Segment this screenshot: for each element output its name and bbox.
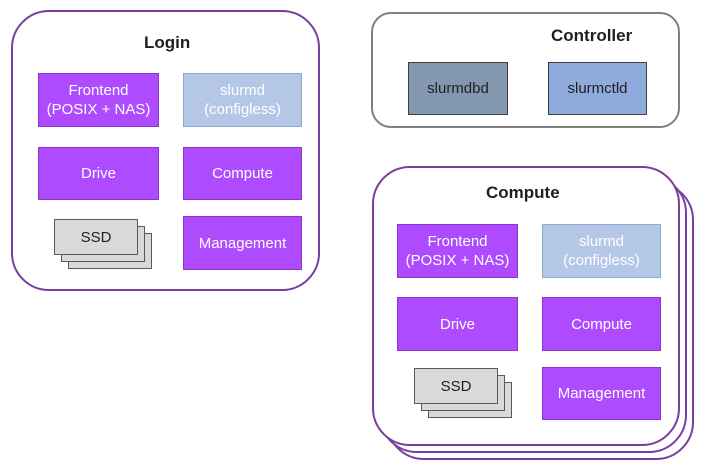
compute-management-box: Management	[542, 367, 661, 420]
slurmdbd-box: slurmdbd	[408, 62, 508, 115]
login-drive-box: Drive	[38, 147, 159, 200]
controller-title: Controller	[551, 26, 633, 45]
login-slurmd-box: slurmd (configless)	[183, 73, 302, 127]
compute-compute-box: Compute	[542, 297, 661, 351]
login-management-box: Management	[183, 216, 302, 270]
login-frontend-box: Frontend (POSIX + NAS)	[38, 73, 159, 127]
compute-drive-box: Drive	[397, 297, 518, 351]
slurmctld-box: slurmctld	[548, 62, 647, 115]
compute-title: Compute	[486, 183, 560, 202]
login-compute-box: Compute	[183, 147, 302, 200]
compute-slurmd-box: slurmd (configless)	[542, 224, 661, 278]
compute-ssd-box: SSD	[414, 368, 498, 404]
login-title: Login	[144, 33, 191, 52]
login-ssd-box: SSD	[54, 219, 138, 255]
compute-frontend-box: Frontend (POSIX + NAS)	[397, 224, 518, 278]
